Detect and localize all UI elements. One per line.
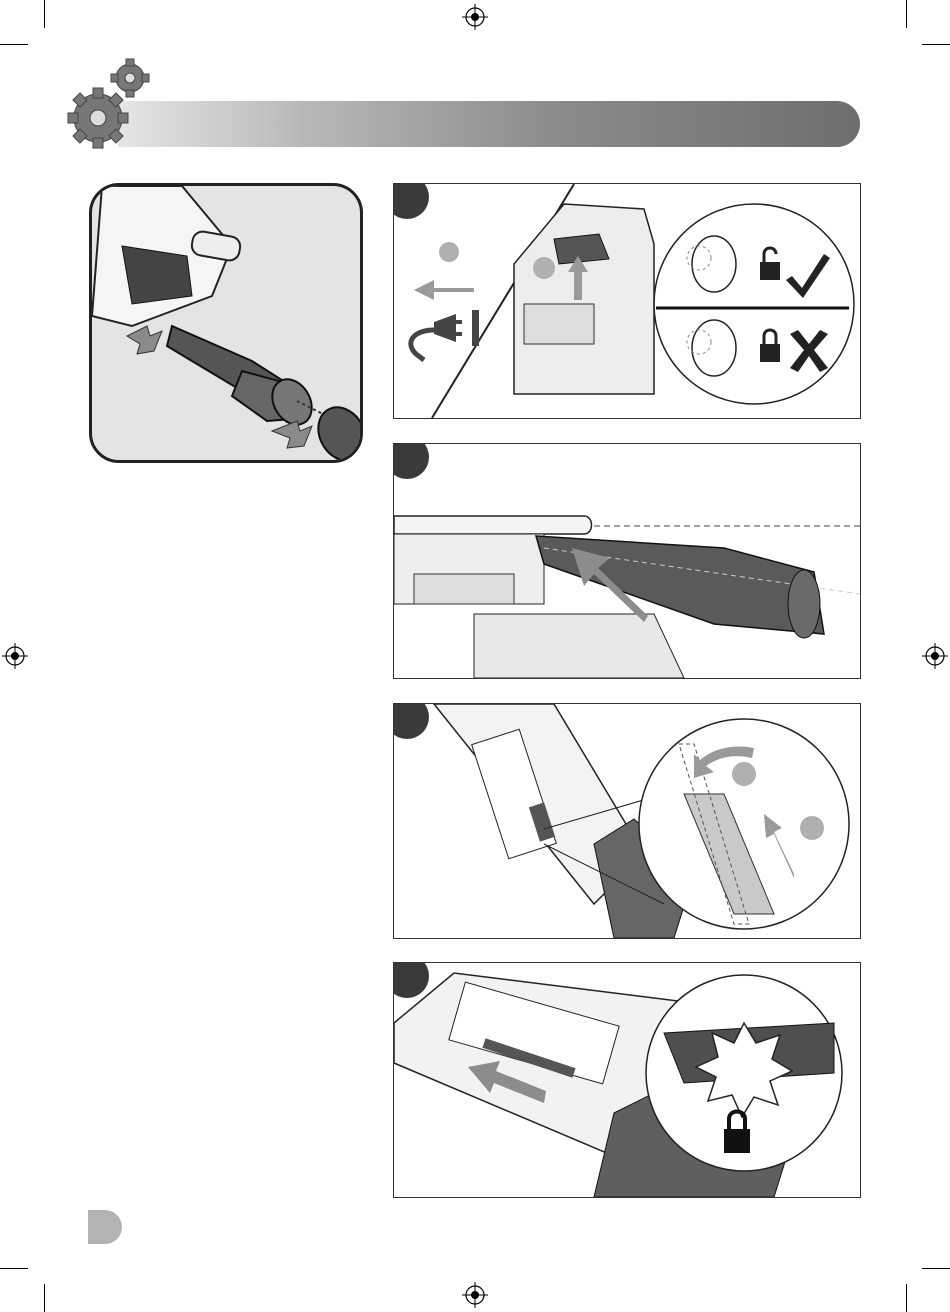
crop-mark-br-h	[922, 1268, 950, 1269]
registration-mark-bottom	[462, 1282, 488, 1308]
registration-mark-left	[2, 643, 28, 669]
step-2-panel	[393, 443, 861, 679]
crop-mark-bl-h	[0, 1268, 28, 1269]
step-1-panel	[393, 183, 861, 419]
section-banner	[118, 101, 860, 147]
crop-mark-tr-h	[922, 44, 950, 45]
page-number-tab	[88, 1210, 122, 1244]
crop-mark-br-v	[906, 1284, 907, 1312]
crop-mark-tl-h	[0, 44, 28, 45]
dust-extraction-adapter-illustration	[89, 183, 363, 463]
unplug-icon	[411, 310, 479, 360]
insert-blade-illustration	[394, 704, 860, 938]
registration-mark-right	[922, 643, 948, 669]
registration-mark-top	[462, 4, 488, 30]
crop-mark-tr-v	[906, 0, 907, 28]
crop-mark-tl-v	[44, 0, 45, 28]
attach-adapter-illustration	[394, 444, 860, 678]
step-4-panel	[393, 962, 861, 1198]
crop-mark-bl-v	[44, 1284, 45, 1312]
arrow-left-icon	[414, 280, 474, 300]
step-3-panel	[393, 703, 861, 939]
gears-icon	[64, 56, 156, 152]
